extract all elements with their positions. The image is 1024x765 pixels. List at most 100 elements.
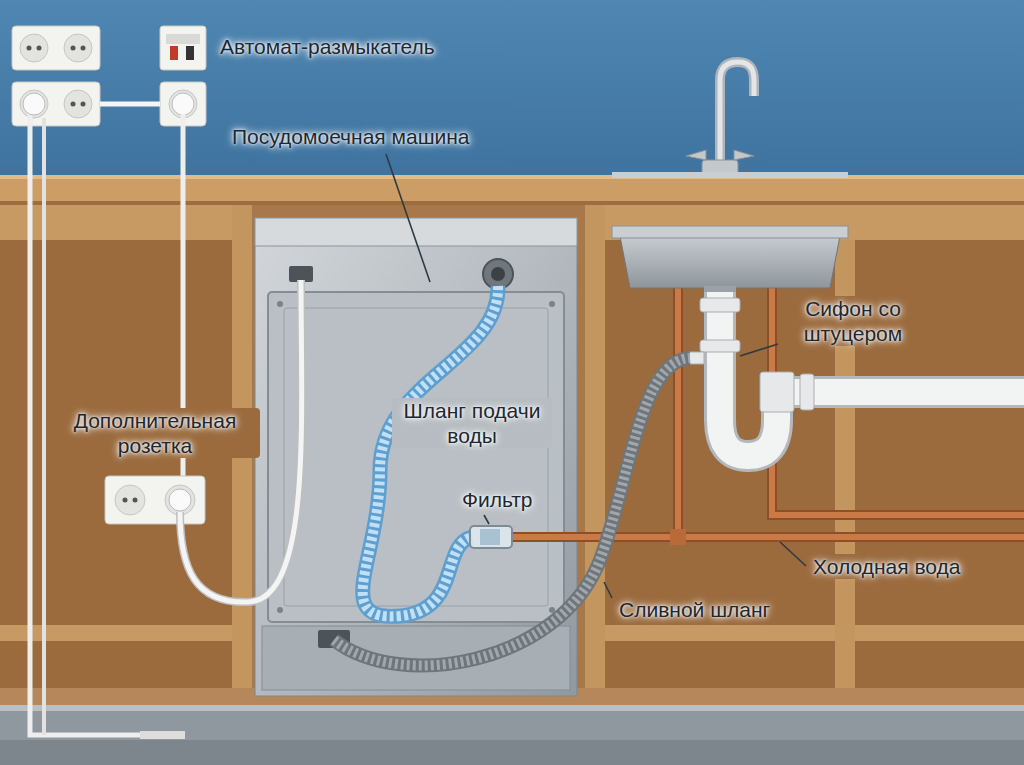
siphon [760,372,794,412]
sink [612,226,848,296]
power-cable [172,93,194,115]
wall-socket [100,102,160,107]
siphon [720,292,1024,456]
dishwasher [284,308,548,606]
siphon [720,292,1024,456]
dishwasher [289,266,313,282]
callout-label: Сифон со штуцером [778,296,928,346]
leader-line [604,582,612,598]
faucet [686,150,706,160]
wall [0,0,1024,180]
dishwasher [491,267,505,281]
floor-plinth [0,705,1024,765]
faucet [734,150,754,160]
filter [480,529,500,545]
countertop [0,175,1024,179]
wall-socket [71,102,76,107]
extra-socket [105,476,205,524]
floor-plinth [0,705,1024,765]
cabinet [605,625,1024,641]
power-cable [140,731,185,739]
supply-hose [363,286,498,616]
leader-line [740,344,778,356]
wall [0,0,1024,180]
circuit-breaker [166,34,200,44]
faucet [612,62,848,178]
leader-line [484,515,489,524]
callout-label: Сливной шланг [614,597,775,622]
floor-plinth [0,705,1024,711]
dishwasher [277,607,283,613]
callout-label: Холодная вода [808,554,966,579]
sink [612,226,848,238]
dishwasher [549,301,555,307]
filter [470,526,512,548]
wall-socket [37,46,42,51]
circuit-breaker [186,46,194,60]
copper-pipe [512,534,1024,540]
supply-hose [363,286,498,616]
wall-socket [71,46,76,51]
wall-socket [20,90,48,118]
extra-socket [133,498,138,503]
copper-pipe [675,288,681,537]
extra-socket [165,485,195,515]
circuit-breaker [160,26,206,70]
wall-socket [81,46,86,51]
extra-socket [105,476,205,524]
cabinet [0,625,232,641]
wall-socket [12,26,206,126]
callout-label: Дополнительная розетка [50,408,260,458]
faucet [720,62,754,166]
leader-line [780,542,806,566]
copper-pipe [670,529,686,545]
wall-socket [12,26,100,70]
countertop [0,175,1024,205]
siphon [700,340,740,352]
circuit-breaker [160,26,206,70]
cabinet [0,240,232,690]
cabinet [0,204,232,240]
sink [620,236,840,288]
floor-plinth [0,740,1024,765]
cabinet [0,200,1024,705]
siphon [688,292,1024,456]
wall-socket [12,82,100,126]
callout-label: Посудомоечная машина [232,124,470,149]
wall-socket [81,102,86,107]
dishwasher [268,292,564,622]
power-cable [23,93,45,115]
siphon [688,352,704,364]
callout-label: Шланг подачи воды [392,398,552,448]
leader-line [386,154,806,598]
wall-socket [20,34,48,62]
leader-line [386,154,430,282]
wall-socket [27,46,32,51]
supply-hose [363,286,498,616]
callout-label: Фильтр [462,487,533,512]
extra-socket [169,489,191,511]
countertop [0,201,1024,205]
cabinet [605,204,1024,240]
faucet [720,62,754,166]
countertop [0,175,1024,205]
dishwasher [277,301,283,307]
siphon [800,374,814,410]
power-cable [42,118,46,735]
wall-socket [64,90,92,118]
wall-socket [64,34,92,62]
cabinet [0,200,1024,705]
extra-socket [123,498,128,503]
circuit-breaker [170,46,178,60]
filter [470,526,512,548]
faucet [612,172,848,178]
siphon [700,298,740,312]
copper-pipe [512,532,1024,542]
wall-socket [169,90,197,118]
dishwasher [483,259,513,289]
cabinet [585,204,605,704]
copper-pipe [673,288,683,537]
extra-socket [115,485,145,515]
